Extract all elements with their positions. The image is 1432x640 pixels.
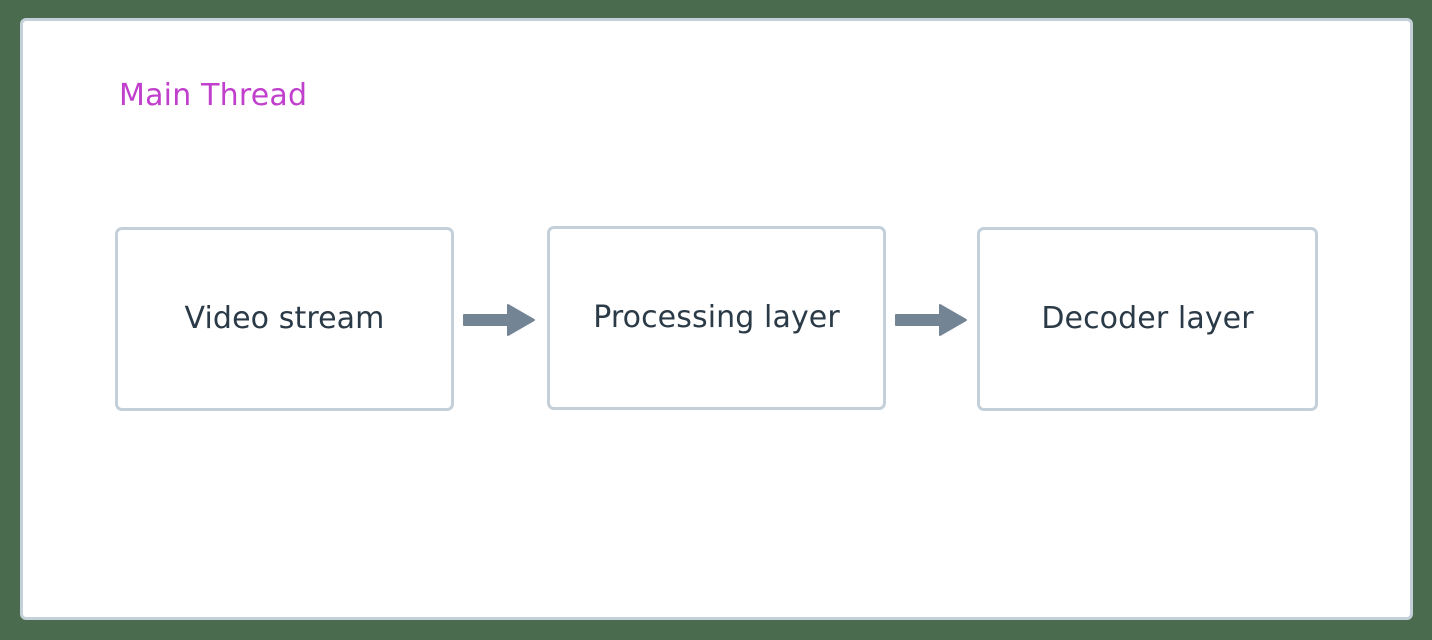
node-label: Video stream [184, 301, 385, 336]
node-label: Processing layer [593, 300, 840, 335]
arrow-right-icon [895, 304, 967, 336]
node-processing-layer[interactable]: Processing layer [547, 226, 886, 410]
edge-processing-layer-to-decoder-layer [894, 299, 970, 341]
arrow-right-icon [463, 304, 535, 336]
edge-video-stream-to-processing-layer [462, 299, 538, 341]
node-video-stream[interactable]: Video stream [115, 227, 454, 411]
node-label: Decoder layer [1041, 301, 1254, 336]
node-decoder-layer[interactable]: Decoder layer [977, 227, 1318, 411]
subgraph-title: Main Thread [119, 78, 308, 113]
